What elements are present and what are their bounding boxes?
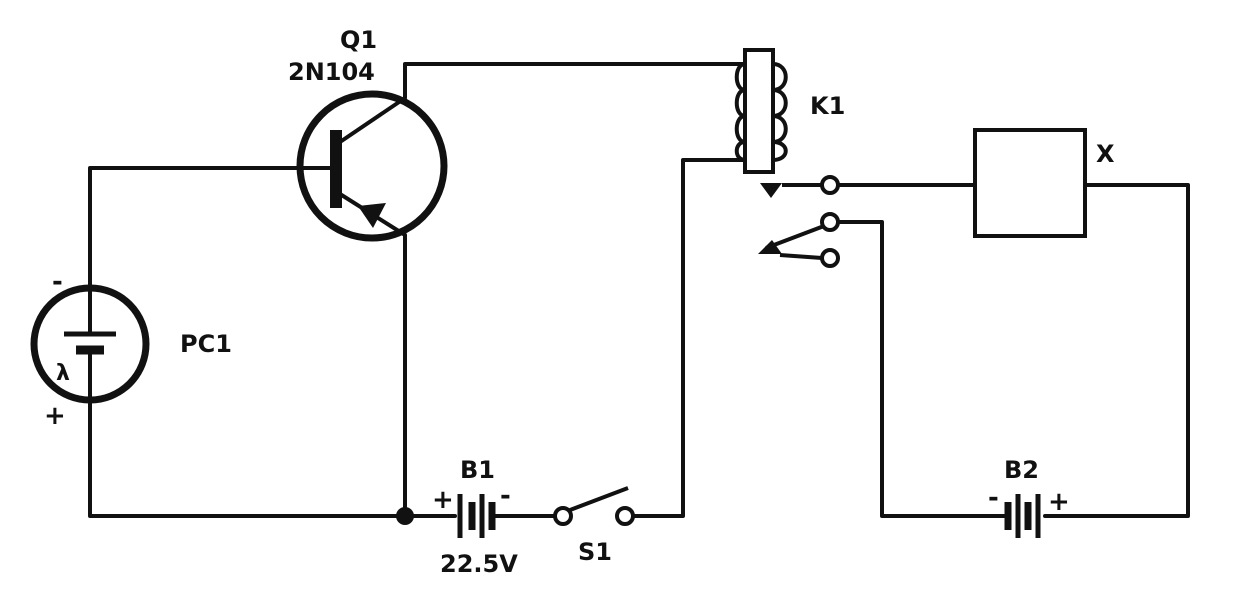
battery-b2-plus-sign: + — [1048, 487, 1070, 517]
photocell-pc1: λ PC1 - + — [30, 267, 232, 431]
transistor-q1: Q1 2N104 — [288, 26, 448, 242]
switch-s1-terminal-right — [615, 506, 635, 526]
wire-relay-common-to-b2 — [836, 220, 1007, 518]
switch-s1-ref-label: S1 — [578, 538, 612, 566]
relay-armature-lower-arm — [779, 253, 823, 260]
battery-b1-voltage-label: 22.5V — [440, 550, 518, 578]
relay-terminal-middle — [820, 212, 840, 232]
battery-b1-plus-sign: + — [432, 485, 454, 515]
switch-s1-lever — [569, 486, 629, 512]
switch-s1-terminal-left — [553, 506, 573, 526]
battery-b1: B1 + - 22.5V — [432, 456, 518, 578]
load-x: X — [973, 128, 1115, 238]
relay-terminal-upper — [820, 175, 840, 195]
photocell-ref-label: PC1 — [180, 330, 232, 358]
battery-b1-minus-sign: - — [500, 481, 511, 511]
battery-b2-minus-sign: - — [988, 483, 999, 513]
relay-armature-arm — [765, 224, 825, 250]
relay-coil-winding-left — [734, 62, 747, 162]
transistor-collector-lead — [338, 96, 407, 144]
relay-terminal-lower — [820, 248, 840, 268]
battery-b1-ref-label: B1 — [460, 456, 495, 484]
load-ref-label: X — [1096, 140, 1115, 168]
transistor-part-label: 2N104 — [288, 58, 375, 86]
battery-b2: B2 - + — [988, 456, 1070, 538]
junction-dot — [396, 507, 414, 525]
relay-coil-core — [743, 48, 775, 174]
relay-k1: K1 — [734, 48, 845, 268]
transistor-ref-label: Q1 — [340, 26, 377, 54]
wiring — [88, 62, 1190, 518]
transistor-emitter-arrow — [358, 203, 386, 228]
load-box — [973, 128, 1087, 238]
battery-b2-ref-label: B2 — [1004, 456, 1039, 484]
photocell-plus-sign: + — [44, 401, 66, 431]
relay-coil-winding — [771, 62, 788, 162]
wire-collector-to-relay-coil — [403, 62, 747, 100]
relay-contact-upper-arrow — [760, 183, 782, 198]
wire-pc1-to-ground-rail — [88, 398, 407, 518]
wire-s1-to-relay-coil — [631, 158, 747, 518]
relay-ref-label: K1 — [810, 92, 845, 120]
photocell-minus-sign: - — [52, 267, 63, 297]
photocell-lambda-symbol: λ — [56, 361, 70, 386]
wire-load-to-b2 — [1043, 183, 1190, 518]
wire-base-to-pc1 — [88, 166, 302, 290]
switch-s1: S1 — [553, 486, 635, 566]
